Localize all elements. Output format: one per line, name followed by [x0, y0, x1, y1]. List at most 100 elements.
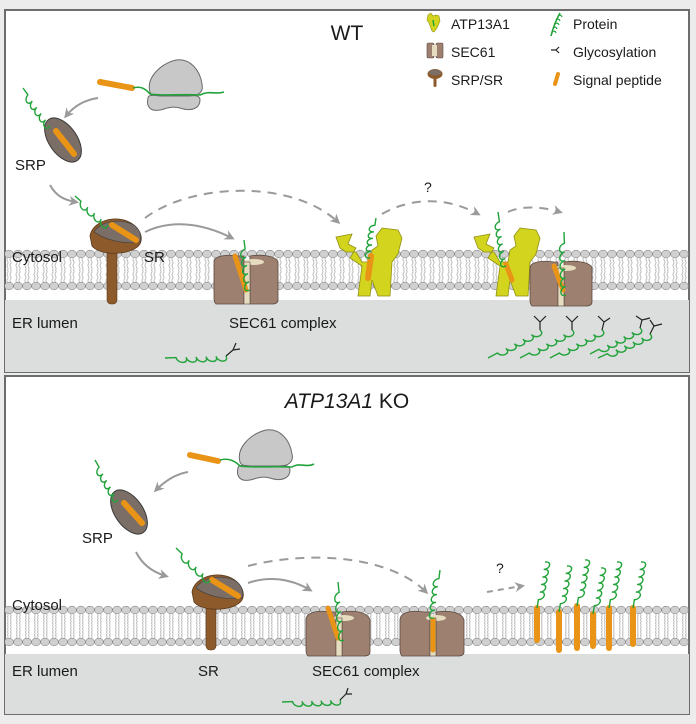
lipid-tail [405, 257, 408, 283]
lipid-tail [469, 613, 471, 639]
lipid-tail [126, 257, 129, 283]
lipid-head [472, 249, 482, 259]
lipid-tail [333, 257, 336, 283]
lipid-head [643, 281, 653, 291]
lipid-tail [141, 257, 144, 283]
lipid-tail [97, 613, 99, 639]
lipid-tail [432, 257, 435, 283]
lipid-tail [657, 257, 660, 283]
lipid-tail [199, 613, 201, 639]
lipid-tail [612, 257, 615, 283]
lipid-tail [55, 613, 57, 639]
lipid-tail [621, 257, 624, 283]
lipid-tail [207, 257, 210, 283]
lipid-head [58, 637, 68, 647]
lipid-tail [324, 257, 327, 283]
lipid-tail [429, 257, 432, 283]
lipid-tail [312, 257, 315, 283]
lipid-head [94, 605, 104, 615]
lipid-head [310, 249, 320, 259]
glyco-protein-2 [519, 329, 575, 359]
lipid-head [112, 637, 122, 647]
lipid-head [58, 281, 68, 291]
lipid-head [679, 605, 689, 615]
lipid-head [157, 281, 167, 291]
lipid-tail [18, 257, 21, 283]
lipid-head [580, 637, 590, 647]
lipid-tail [673, 613, 675, 639]
lipid-tail [402, 257, 405, 283]
lipid-head [679, 637, 689, 647]
atp13a1-sec61-complex-wt [473, 211, 593, 307]
lipid-head [625, 249, 635, 259]
lipid-tail [393, 257, 396, 283]
lipid-tail [7, 613, 9, 639]
lipid-tail [496, 613, 498, 639]
sec61-complex-ko-1 [305, 581, 371, 657]
lipid-tail [649, 613, 651, 639]
legend-label-signal-peptide: Signal peptide [573, 72, 662, 88]
lipid-head [274, 637, 284, 647]
legend-item-glycosylation: Glycosylation [551, 44, 656, 60]
lipid-head [76, 281, 86, 291]
lipid-tail [441, 257, 444, 283]
lipid-tail [54, 257, 57, 283]
lipid-head [130, 637, 140, 647]
lipid-head [247, 605, 257, 615]
lipid-tail [280, 613, 282, 639]
lipid-head [184, 637, 194, 647]
lipid-tail [90, 257, 93, 283]
lipid-tail [663, 257, 666, 283]
lipid-head [481, 281, 491, 291]
lipid-head [418, 249, 428, 259]
lipid-head [373, 637, 383, 647]
lipid-tail [487, 613, 489, 639]
glycan [339, 687, 352, 701]
nascent-signal-peptide [97, 79, 135, 91]
glyco-protein-1 [487, 329, 543, 359]
lipid-head [409, 249, 419, 259]
lipid-head [517, 605, 527, 615]
lipid-head [625, 281, 635, 291]
lipid-tail [547, 613, 549, 639]
lipid-tail [142, 613, 144, 639]
lipid-tail [306, 257, 309, 283]
lipid-head [202, 249, 212, 259]
lipid-head [562, 249, 572, 259]
lipid-tail [370, 613, 372, 639]
inserted-protein-coil [592, 567, 607, 615]
sr-receptor [175, 547, 244, 651]
lipid-tail [493, 613, 495, 639]
lipid-head [103, 605, 113, 615]
lipid-tail [88, 613, 90, 639]
lipid-head [310, 281, 320, 291]
lipid-tail [91, 613, 93, 639]
lipid-tail [259, 613, 261, 639]
srp-protein-coil [22, 87, 51, 129]
srp-label-wt: SRP [15, 157, 46, 174]
lipid-head [544, 637, 554, 647]
lipid-tail [474, 257, 477, 283]
lipid-tail [294, 257, 297, 283]
lipid-tail [295, 613, 297, 639]
lipid-tail [286, 613, 288, 639]
srp-complex [22, 87, 82, 163]
srp-label-ko: SRP [82, 530, 113, 547]
glyco-protein-3 [549, 329, 605, 359]
sec61-protein-coil [428, 569, 441, 619]
lipid-head [445, 249, 455, 259]
sec61-label-ko: SEC61 complex [312, 663, 420, 680]
arrow-sr-to-sec61-dashed [247, 556, 429, 595]
lipid-head [562, 637, 572, 647]
lipid-head [94, 281, 104, 291]
lipid-tail [654, 257, 657, 283]
lipid-tail [609, 257, 612, 283]
atp13a1-wt [335, 217, 403, 297]
lipid-head [508, 637, 518, 647]
lipid-head [670, 281, 680, 291]
lipid-head [175, 249, 185, 259]
lipid-head [67, 281, 77, 291]
lipid-head [544, 605, 554, 615]
panel-ko: ATP13A1 KO SRP SR Cytosol ER lumen [4, 375, 690, 715]
arrow-sr-to-sec61 [247, 578, 313, 592]
